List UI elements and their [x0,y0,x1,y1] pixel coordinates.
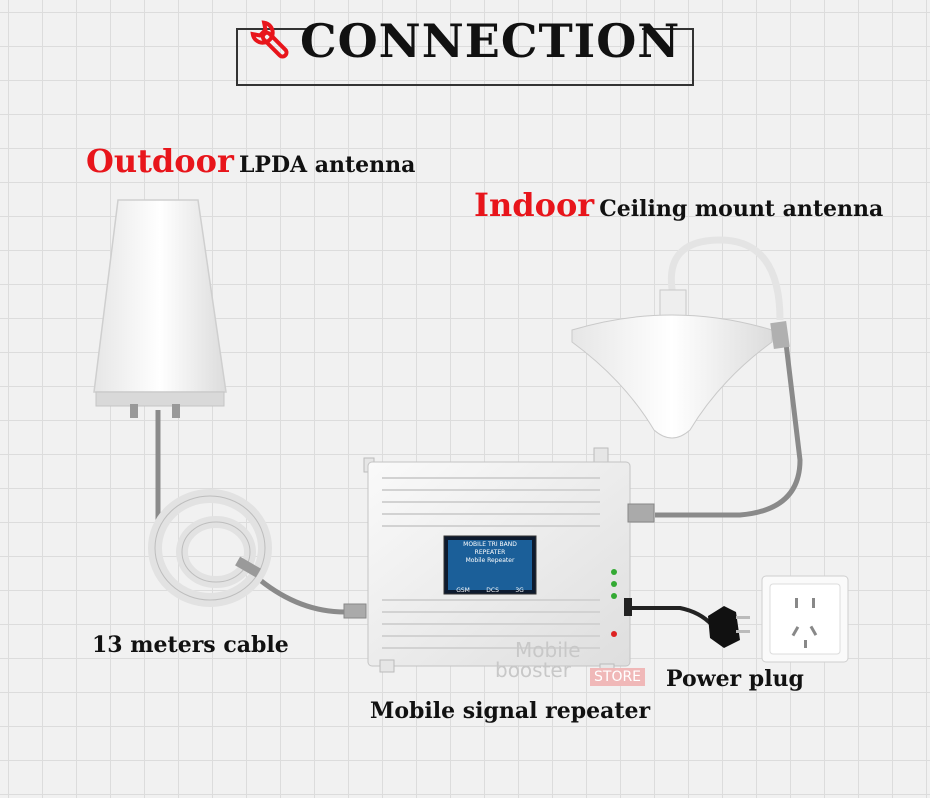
wall-socket-icon [761,575,849,663]
repeater-screen: MOBILE TRI BAND REPEATER Mobile Repeater… [448,541,532,595]
lpda-antenna-icon [93,199,227,418]
screen-bands: GSM DCS 3G [448,587,532,595]
watermark-line1: Mobile [515,638,581,662]
page-title: CONNECTION [300,14,681,68]
ceiling-antenna-cable [667,236,784,321]
indoor-text: Ceiling mount antenna [599,196,884,222]
band-gsm: GSM [456,587,470,594]
watermark: Mobile booster [495,640,581,680]
watermark-line2: booster [495,658,571,682]
wrench-icon [250,20,289,59]
cable-to-repeater [258,578,346,615]
power-plug-icon [708,606,750,648]
cable-coil-icon [148,489,272,607]
screen-header: MOBILE TRI BAND REPEATER [463,541,517,556]
outdoor-text: LPDA antenna [238,152,416,178]
indoor-label: Indoor Ceiling mount antenna [474,186,883,224]
outdoor-label: Outdoor LPDA antenna [86,142,415,180]
band-3g: 3G [515,587,524,594]
repeater-caption: Mobile signal repeater [370,698,651,724]
power-cord [627,606,714,627]
screen-sub: Mobile Repeater [465,557,515,564]
cable-caption: 13 meters cable [92,632,289,658]
ceiling-antenna-icon [571,289,790,439]
repeater-device-icon [343,447,655,677]
outdoor-highlight: Outdoor [86,142,234,180]
indoor-cable [655,334,803,518]
power-plug-caption: Power plug [666,666,804,692]
band-dcs: DCS [486,587,499,594]
watermark-store-badge: STORE [590,668,646,686]
indoor-highlight: Indoor [474,186,595,224]
